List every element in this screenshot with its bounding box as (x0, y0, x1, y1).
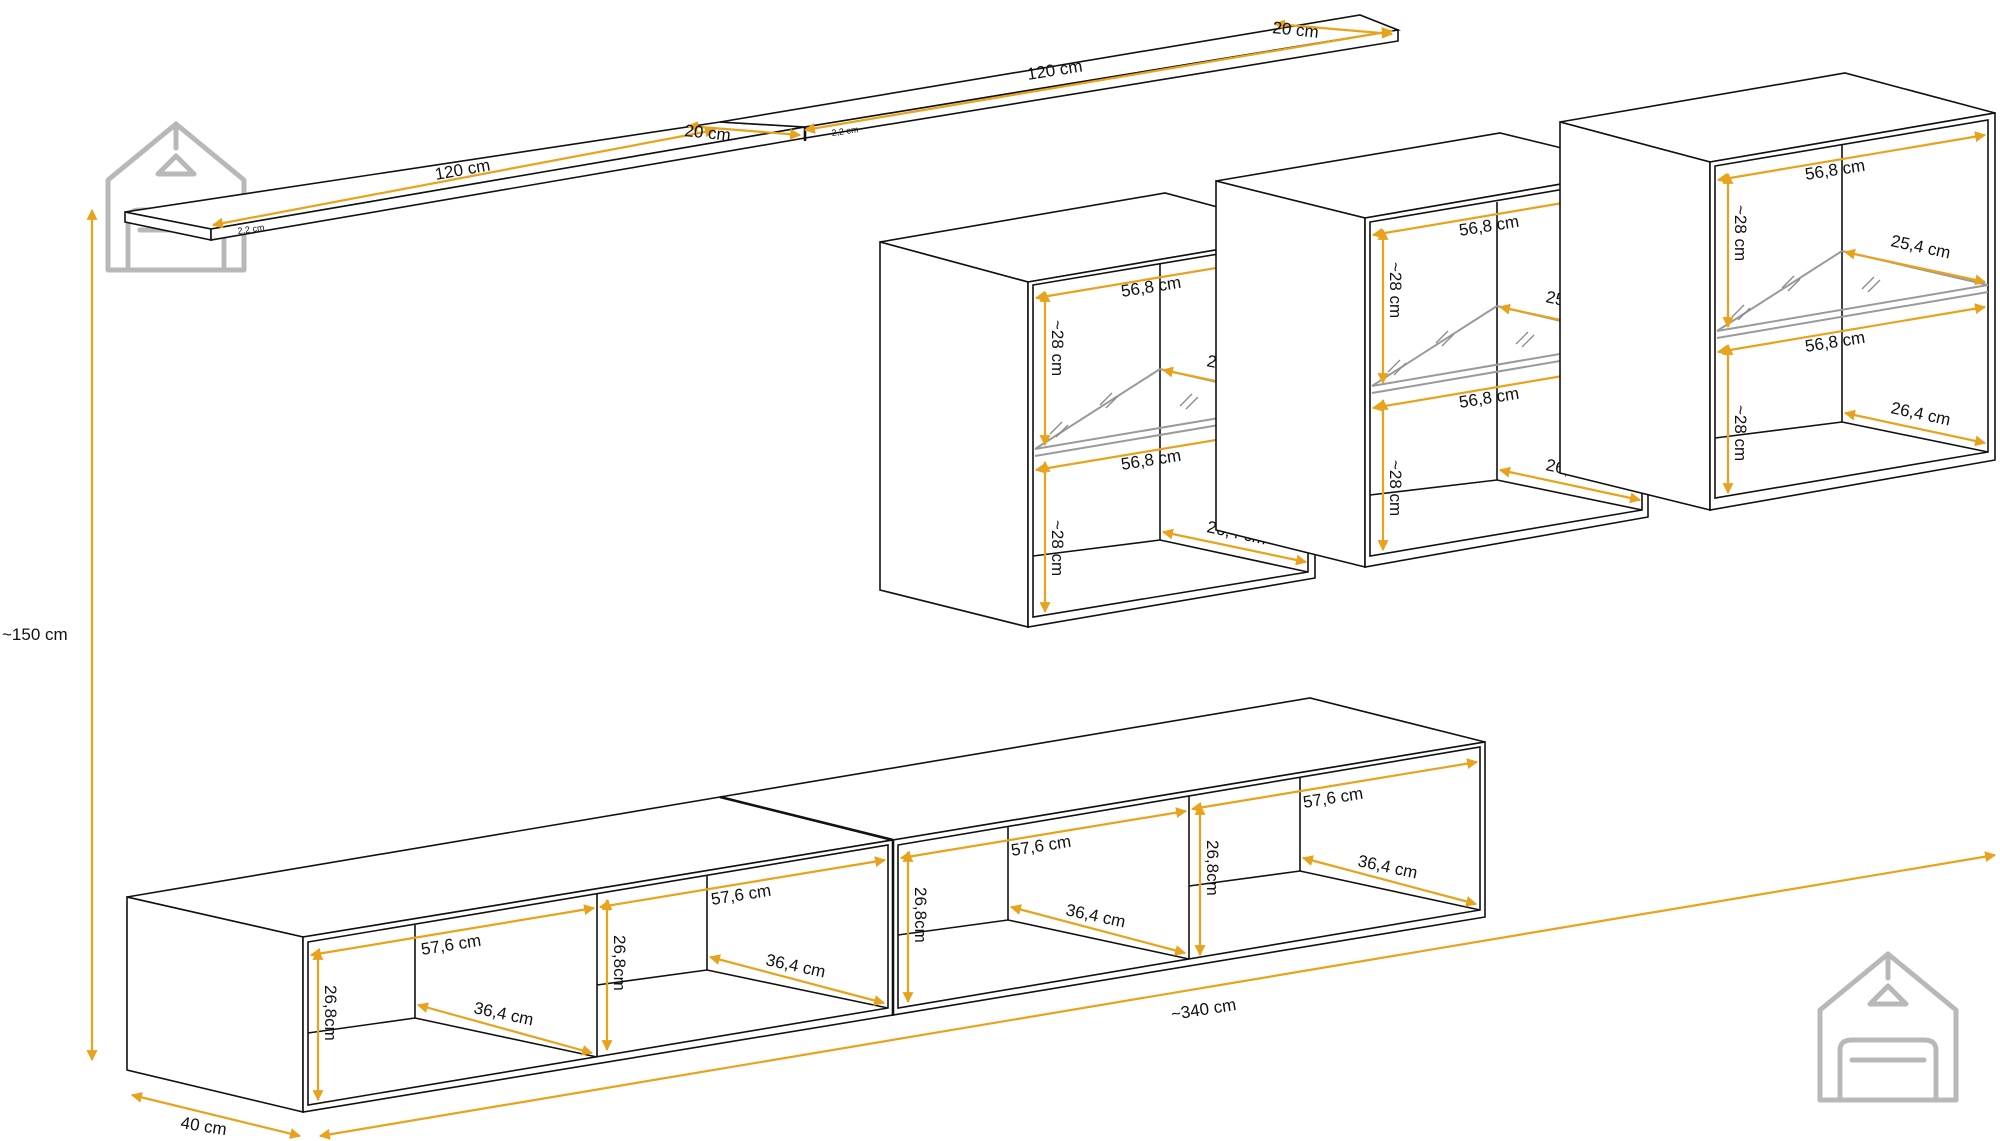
base-cabinets: 57,6 cm 57,6 cm 57,6 cm 57,6 cm 26,8cm 2… (126, 697, 1486, 1114)
cab3-height-top-label: ~28 cm (1731, 205, 1750, 261)
cab1-height-bottom-label: ~28 cm (1048, 520, 1067, 576)
total-width-label: ~340 cm (1170, 995, 1238, 1024)
base4-height-label: 26,8cm (1203, 840, 1222, 896)
base2-height-label: 26,8cm (610, 935, 629, 991)
shelf-depth-left-label: 20 cm (684, 121, 732, 145)
wall-shelves: 120 cm 120 cm 20 cm 20 cm 2,2 cm 2,2 cm (124, 14, 1401, 241)
cab3-height-bottom-label: ~28 cm (1731, 405, 1750, 461)
shelf-thickness-right-label: 2,2 cm (831, 124, 859, 138)
cab1-height-top-label: ~28 cm (1048, 320, 1067, 376)
cab2-height-top-label: ~28 cm (1386, 262, 1405, 318)
wall-cabinet-3: 56,8 cm 56,8 cm ~28 cm ~28 cm 25,4 cm 26… (1559, 72, 1996, 512)
base1-height-label: 26,8cm (321, 985, 340, 1041)
total-height-label: ~150 cm (2, 625, 68, 644)
cab2-height-bottom-label: ~28 cm (1386, 460, 1405, 516)
shelf-thickness-left-label: 2,2 cm (237, 222, 265, 236)
base3-height-label: 26,8cm (911, 887, 930, 943)
house-sofa-logo-bottom (1817, 951, 1959, 1103)
shelf-depth-right-label: 20 cm (1272, 18, 1320, 42)
